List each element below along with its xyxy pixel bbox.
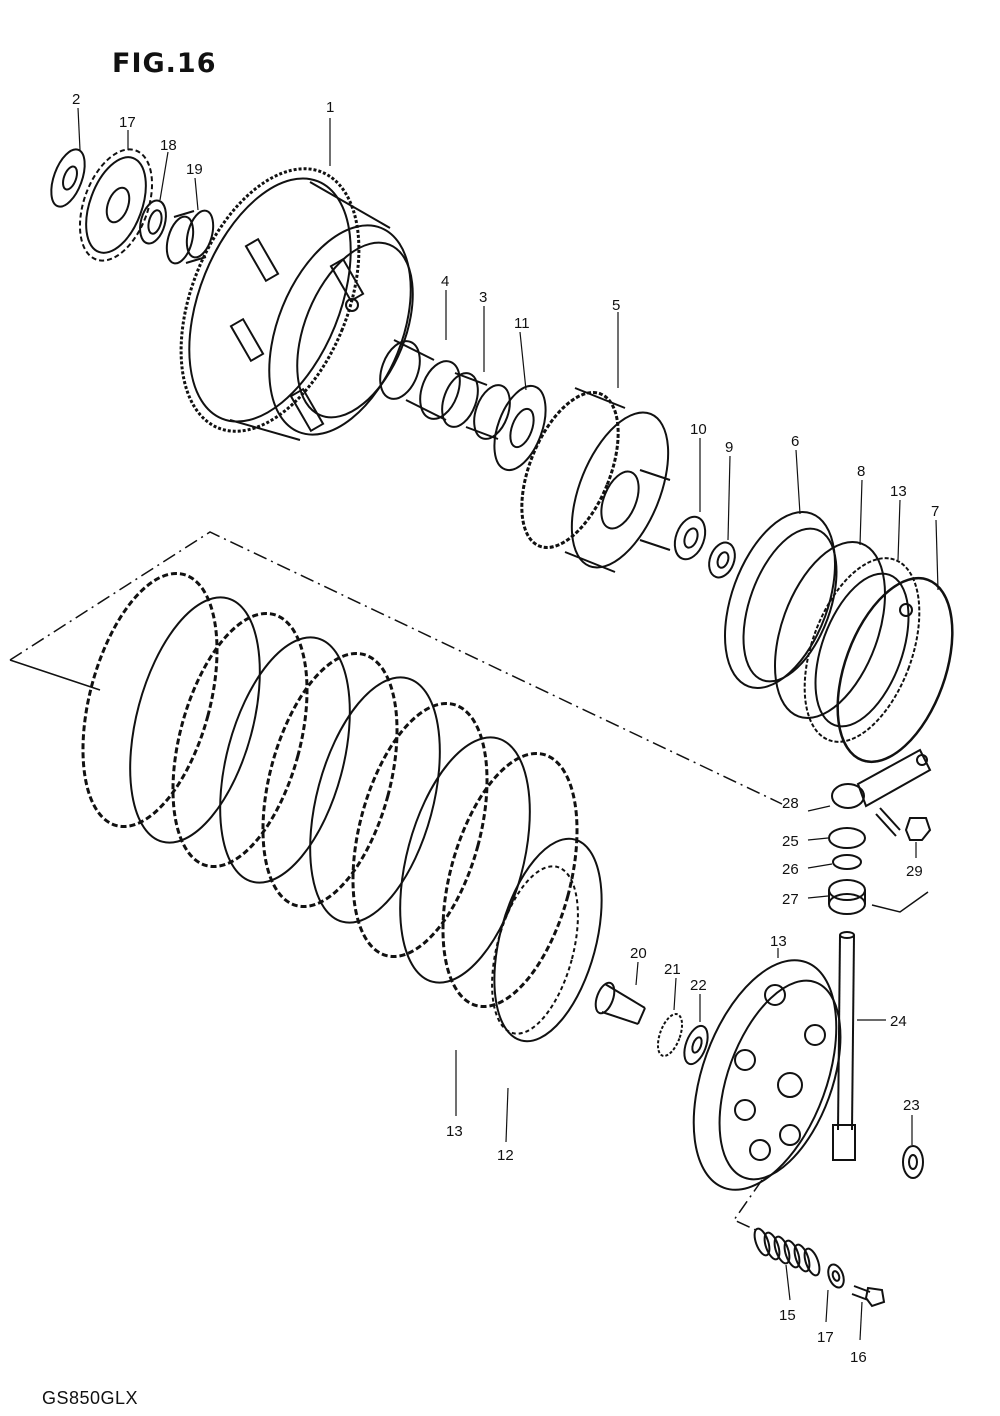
- callout-12: 12: [497, 1147, 514, 1164]
- part-washer-24: [902, 1145, 924, 1179]
- part-release-rod-25: [832, 931, 856, 1161]
- callout-labels: 2 17 18 19 1 4 3 11 5 10 9 6 8 13 7 28 2…: [72, 91, 939, 1366]
- callout-28: 27: [782, 891, 799, 908]
- callout-14: 13: [770, 933, 787, 950]
- callout-20: 19: [186, 161, 203, 178]
- callout-15: 15: [779, 1307, 796, 1324]
- part-washer-17: [827, 1263, 845, 1289]
- part-spring-15: [753, 1227, 821, 1277]
- part-sleeve-hub-3: [441, 372, 511, 440]
- callout-7: 7: [931, 503, 939, 520]
- part-bolt-30: [875, 807, 932, 841]
- part-lock-washer-10: [673, 515, 707, 561]
- part-clutch-hub-5: [520, 387, 671, 573]
- callout-17: 17: [817, 1329, 834, 1346]
- part-needle-bearing-4: [379, 339, 461, 421]
- callout-26: 25: [782, 833, 799, 850]
- model-code: GS850GLX: [42, 1388, 139, 1408]
- callout-19: 18: [160, 137, 177, 154]
- part-bolt-16: [851, 1285, 886, 1308]
- part-drive-plate-13: [803, 557, 921, 743]
- part-wire-ring-7: [836, 576, 954, 764]
- callout-2: 2: [72, 91, 80, 108]
- part-thrust-washer-11: [493, 384, 547, 472]
- part-push-piece-21: [594, 981, 646, 1025]
- part-pressure-plate-14: [692, 959, 842, 1191]
- callout-24: 23: [903, 1097, 920, 1114]
- callout-27: 26: [782, 861, 799, 878]
- callout-1: 1: [326, 99, 334, 116]
- part-sprocket-18: [78, 148, 154, 262]
- part-thrust-bearing-22: [656, 1013, 684, 1057]
- callout-10: 10: [690, 421, 707, 438]
- callout-18: 17: [119, 114, 136, 131]
- callout-4: 4: [441, 273, 449, 290]
- callout-29: 28: [782, 795, 799, 812]
- part-washer-2: [50, 148, 86, 208]
- callout-23: 22: [690, 977, 707, 994]
- part-release-arm-29: [831, 748, 932, 809]
- part-thrust-washer-23: [683, 1024, 709, 1066]
- assembly-lines: [9, 531, 929, 1233]
- callout-6: 6: [791, 433, 799, 450]
- part-plate-stack-12-13: [81, 571, 603, 1043]
- callout-16: 16: [850, 1349, 867, 1366]
- part-spring-seat-6: [724, 511, 838, 689]
- callout-11: 11: [514, 315, 530, 332]
- callout-30: 29: [906, 863, 923, 880]
- leader-lines: [77, 107, 939, 1341]
- callout-3: 3: [479, 289, 487, 306]
- part-spring-washer-8: [774, 541, 886, 719]
- part-bearing-20: [165, 209, 215, 265]
- figure-title: FIG.16: [112, 48, 217, 79]
- part-clutch-housing-1: [179, 167, 414, 441]
- callout-8: 8: [857, 463, 865, 480]
- callout-5: 5: [612, 297, 620, 314]
- part-release-bearing-26-27-28: [828, 827, 866, 915]
- callout-25: 24: [890, 1013, 907, 1030]
- callout-13-top: 13: [890, 483, 907, 500]
- callout-13-bottom: 13: [446, 1123, 463, 1140]
- callout-21: 20: [630, 945, 647, 962]
- callout-9: 9: [725, 439, 733, 456]
- callout-22: 21: [664, 961, 681, 978]
- part-spacer-19: [139, 199, 167, 245]
- part-nut-9: [708, 541, 736, 579]
